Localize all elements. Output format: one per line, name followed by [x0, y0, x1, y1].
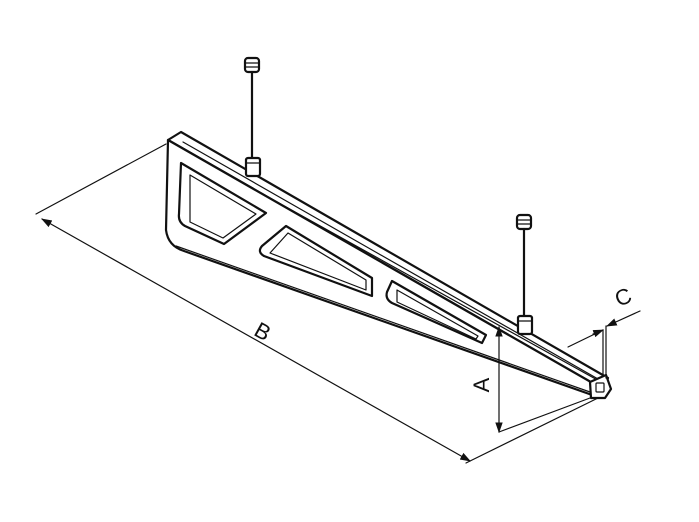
dim-b-ext-left — [35, 143, 167, 215]
dim-c-arrow-left — [592, 329, 605, 338]
dim-c-arrow-right — [606, 310, 641, 327]
dim-a-ext — [498, 397, 591, 433]
truss-bracket-icon — [164, 130, 613, 400]
dim-b-line — [41, 218, 471, 462]
bolt-icon — [243, 56, 262, 178]
bolt-head — [243, 56, 261, 74]
dim-b-ext-right — [465, 397, 599, 464]
bracket-web — [164, 138, 605, 398]
dim-a-label: A — [469, 377, 494, 392]
bolt-icon — [515, 213, 534, 336]
dim-b-label: B — [250, 317, 275, 346]
dimension-b: B — [35, 143, 599, 464]
bolt-head — [515, 213, 533, 231]
end-cap-slot — [595, 382, 605, 393]
bolt-collar — [244, 156, 262, 178]
bolt-collar — [516, 314, 534, 336]
dimension-a: A — [469, 325, 591, 434]
dim-c-label: C — [611, 282, 635, 311]
